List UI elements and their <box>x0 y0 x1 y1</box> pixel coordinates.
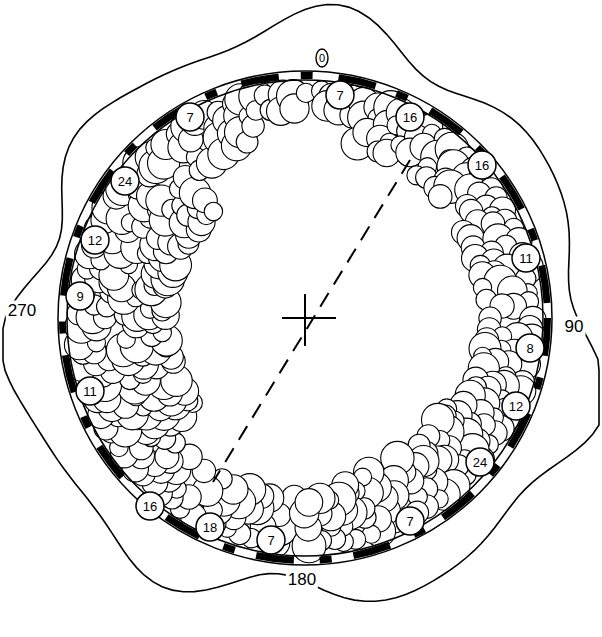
callout-number: 24 <box>118 175 132 188</box>
callout-number: 11 <box>83 385 97 398</box>
callout-number: 16 <box>403 111 417 124</box>
callout-number: 0 <box>319 53 325 64</box>
callout-circle <box>257 526 285 554</box>
angle-label: 270 <box>6 301 38 320</box>
callout-circles <box>66 81 544 554</box>
callout-number: 7 <box>267 534 274 547</box>
callout-number: 7 <box>406 515 413 528</box>
top-marker <box>316 49 328 67</box>
callout-number: 24 <box>473 456 487 469</box>
angle-label: 180 <box>286 570 318 589</box>
deposit-bubble <box>295 489 323 517</box>
callout-circle <box>196 513 224 541</box>
callout-number: 8 <box>526 342 533 355</box>
callout-number: 7 <box>186 111 193 124</box>
center-cross <box>304 294 306 346</box>
callout-number: 16 <box>475 159 489 172</box>
callout-number: 12 <box>509 400 523 413</box>
callout-circle <box>466 448 494 476</box>
callout-circle <box>516 334 544 362</box>
callout-circle <box>76 377 104 405</box>
callout-circle <box>396 507 424 535</box>
callout-number: 11 <box>519 252 533 265</box>
ring-inner <box>67 80 543 556</box>
callout-circle <box>136 492 164 520</box>
deposit-clouds <box>64 80 546 563</box>
callout-circle <box>502 392 530 420</box>
dashed-axis <box>213 160 410 482</box>
outer-contour <box>3 5 599 602</box>
callout-circle <box>512 244 540 272</box>
callout-circle <box>176 103 204 131</box>
deposit-bubble <box>204 202 222 220</box>
angle-label: 90 <box>563 317 586 336</box>
callout-circle <box>111 167 139 195</box>
deposit-bubble <box>428 185 452 209</box>
callout-circle <box>326 81 354 109</box>
callout-number: 16 <box>143 500 157 513</box>
callout-number: 18 <box>203 521 217 534</box>
callout-circle <box>66 282 94 310</box>
callout-circle <box>468 151 496 179</box>
callout-circle <box>396 103 424 131</box>
ring-segments <box>63 76 548 561</box>
center-cross <box>282 317 336 319</box>
ring-outer <box>58 71 552 565</box>
callout-circle <box>81 226 109 254</box>
callout-number: 12 <box>88 234 102 247</box>
callout-number: 9 <box>76 290 83 303</box>
callout-number: 7 <box>336 89 343 102</box>
